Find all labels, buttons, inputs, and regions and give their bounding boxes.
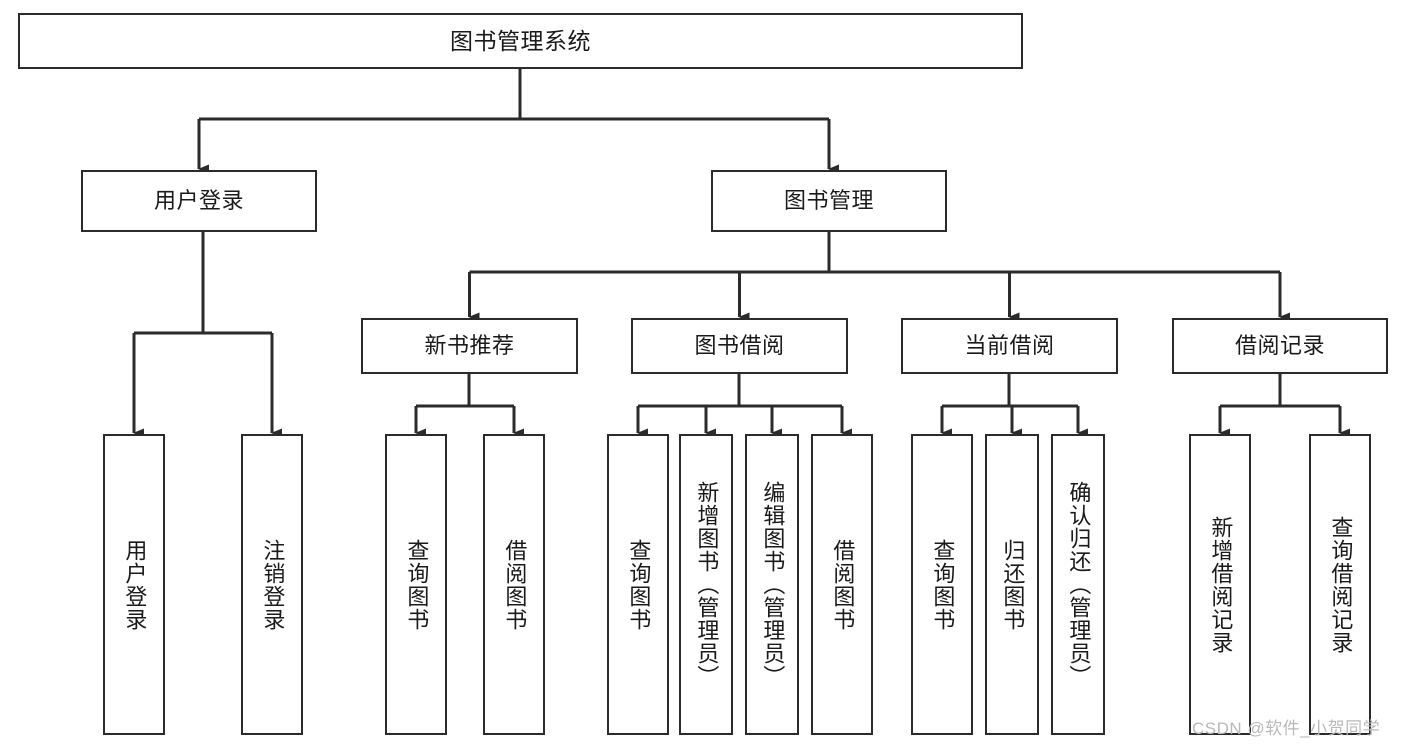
node-label: 用户登录 [153, 188, 244, 214]
node-label: 注销登录 [260, 538, 286, 631]
leaf-current-query-book[interactable]: 查询图书 [911, 434, 973, 735]
node-label: 归还图书 [1000, 538, 1026, 631]
node-label: 图书管理系统 [450, 27, 591, 54]
node-label: 查询图书 [930, 538, 956, 631]
leaf-current-return-book[interactable]: 归还图书 [985, 434, 1039, 735]
node-label: 确认归还（管理员） [1066, 481, 1092, 688]
leaf-borrow-lend-book[interactable]: 借阅图书 [811, 434, 873, 735]
leaf-borrow-edit-book[interactable]: 编辑图书（管理员） [745, 434, 799, 735]
leaf-record-query[interactable]: 查询借阅记录 [1309, 434, 1371, 735]
node-label: 当前借阅 [964, 333, 1055, 359]
node-label: 借阅记录 [1234, 333, 1325, 359]
node-book-borrow[interactable]: 图书借阅 [631, 318, 848, 374]
node-label: 借阅图书 [830, 538, 856, 631]
node-label: 编辑图书（管理员） [760, 481, 786, 688]
node-book-management-module[interactable]: 图书管理 [711, 170, 947, 232]
leaf-new-query-book[interactable]: 查询图书 [385, 434, 447, 735]
node-current-borrow[interactable]: 当前借阅 [901, 318, 1118, 374]
leaf-record-add[interactable]: 新增借阅记录 [1189, 434, 1251, 735]
node-label: 查询借阅记录 [1328, 515, 1354, 654]
node-label: 借阅图书 [502, 538, 528, 631]
leaf-borrow-query-book[interactable]: 查询图书 [607, 434, 669, 735]
node-label: 新增借阅记录 [1208, 515, 1234, 654]
node-new-book-recommend[interactable]: 新书推荐 [361, 318, 578, 374]
node-label: 新增图书（管理员） [694, 481, 720, 688]
node-root[interactable]: 图书管理系统 [18, 13, 1023, 69]
csdn-watermark: CSDN @软件_小贺同学 [1192, 719, 1381, 738]
node-user-login-module[interactable]: 用户登录 [81, 170, 317, 232]
leaf-current-confirm-return[interactable]: 确认归还（管理员） [1051, 434, 1105, 735]
leaf-user-login[interactable]: 用户登录 [103, 434, 165, 735]
leaf-user-logout[interactable]: 注销登录 [241, 434, 303, 735]
node-label: 新书推荐 [424, 333, 515, 359]
node-label: 用户登录 [122, 538, 148, 631]
leaf-borrow-add-book[interactable]: 新增图书（管理员） [679, 434, 733, 735]
node-label: 查询图书 [626, 538, 652, 631]
node-label: 查询图书 [404, 538, 430, 631]
node-borrow-record[interactable]: 借阅记录 [1172, 318, 1388, 374]
node-label: 图书管理 [783, 188, 874, 214]
leaf-new-borrow-book[interactable]: 借阅图书 [483, 434, 545, 735]
node-label: 图书借阅 [694, 333, 785, 359]
